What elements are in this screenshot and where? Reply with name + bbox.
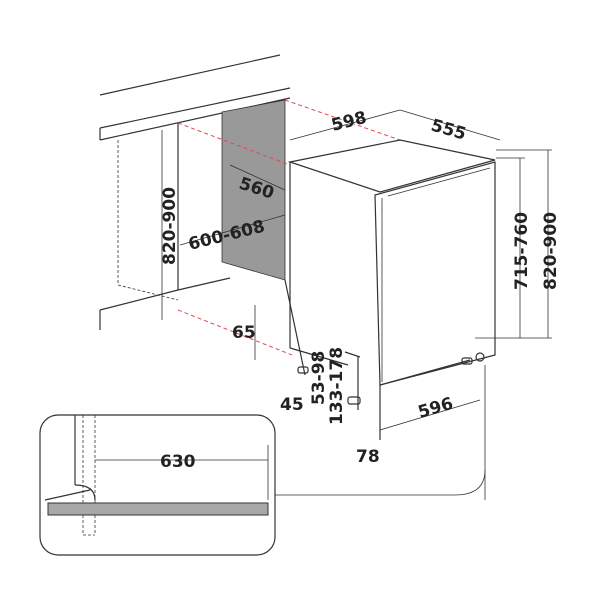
dishwasher-body	[284, 139, 496, 440]
hinge	[475, 352, 485, 362]
dim-inset-width: 630	[160, 452, 196, 472]
dim-niche-height: 820-900	[160, 187, 180, 265]
dim-plinth-depth: 65	[232, 323, 256, 343]
dim-depth-top: 555	[429, 116, 469, 145]
inset-detail	[39, 414, 276, 556]
dim-appliance-height: 715-760	[512, 212, 532, 290]
dim-foot-height: 53-98	[309, 351, 329, 405]
cabinet-outline	[99, 123, 231, 330]
dim-door-gap: 78	[356, 447, 380, 467]
dim-width-top: 598	[329, 108, 368, 136]
dim-foot-offset: 45	[280, 395, 304, 415]
dim-plinth-height: 133-178	[327, 347, 347, 425]
foot-front	[347, 396, 361, 405]
foot-right	[461, 357, 473, 365]
dimension-lines	[161, 109, 552, 500]
dim-total-height: 820-900	[541, 212, 561, 290]
hidden-edges	[177, 99, 401, 356]
foot-left	[297, 366, 309, 374]
dim-door-width: 596	[416, 394, 456, 423]
